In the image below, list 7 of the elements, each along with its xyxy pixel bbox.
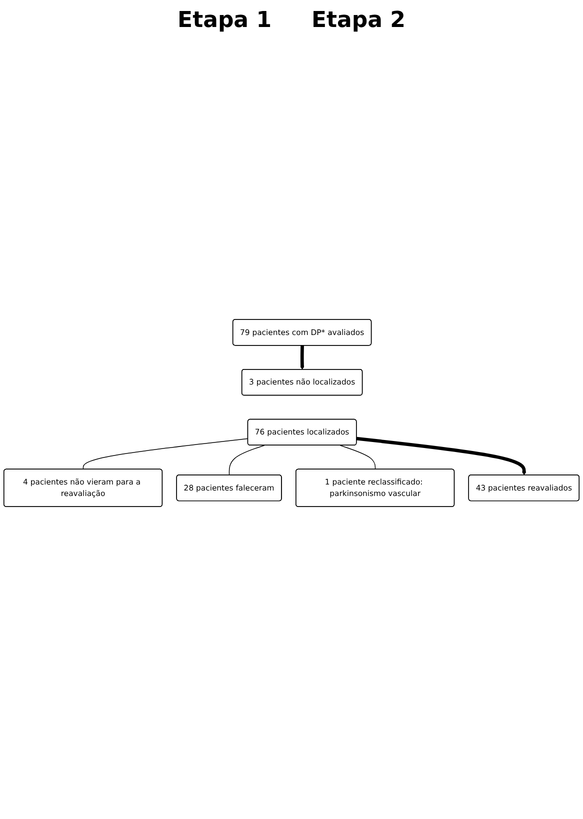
stage-heading: Etapa 2 — [312, 8, 406, 33]
connector — [340, 445, 376, 470]
stage-heading: Etapa 1 — [178, 8, 272, 33]
connector — [228, 445, 265, 476]
arrow — [356, 436, 526, 476]
connector — [82, 438, 248, 470]
arrow — [300, 346, 304, 370]
